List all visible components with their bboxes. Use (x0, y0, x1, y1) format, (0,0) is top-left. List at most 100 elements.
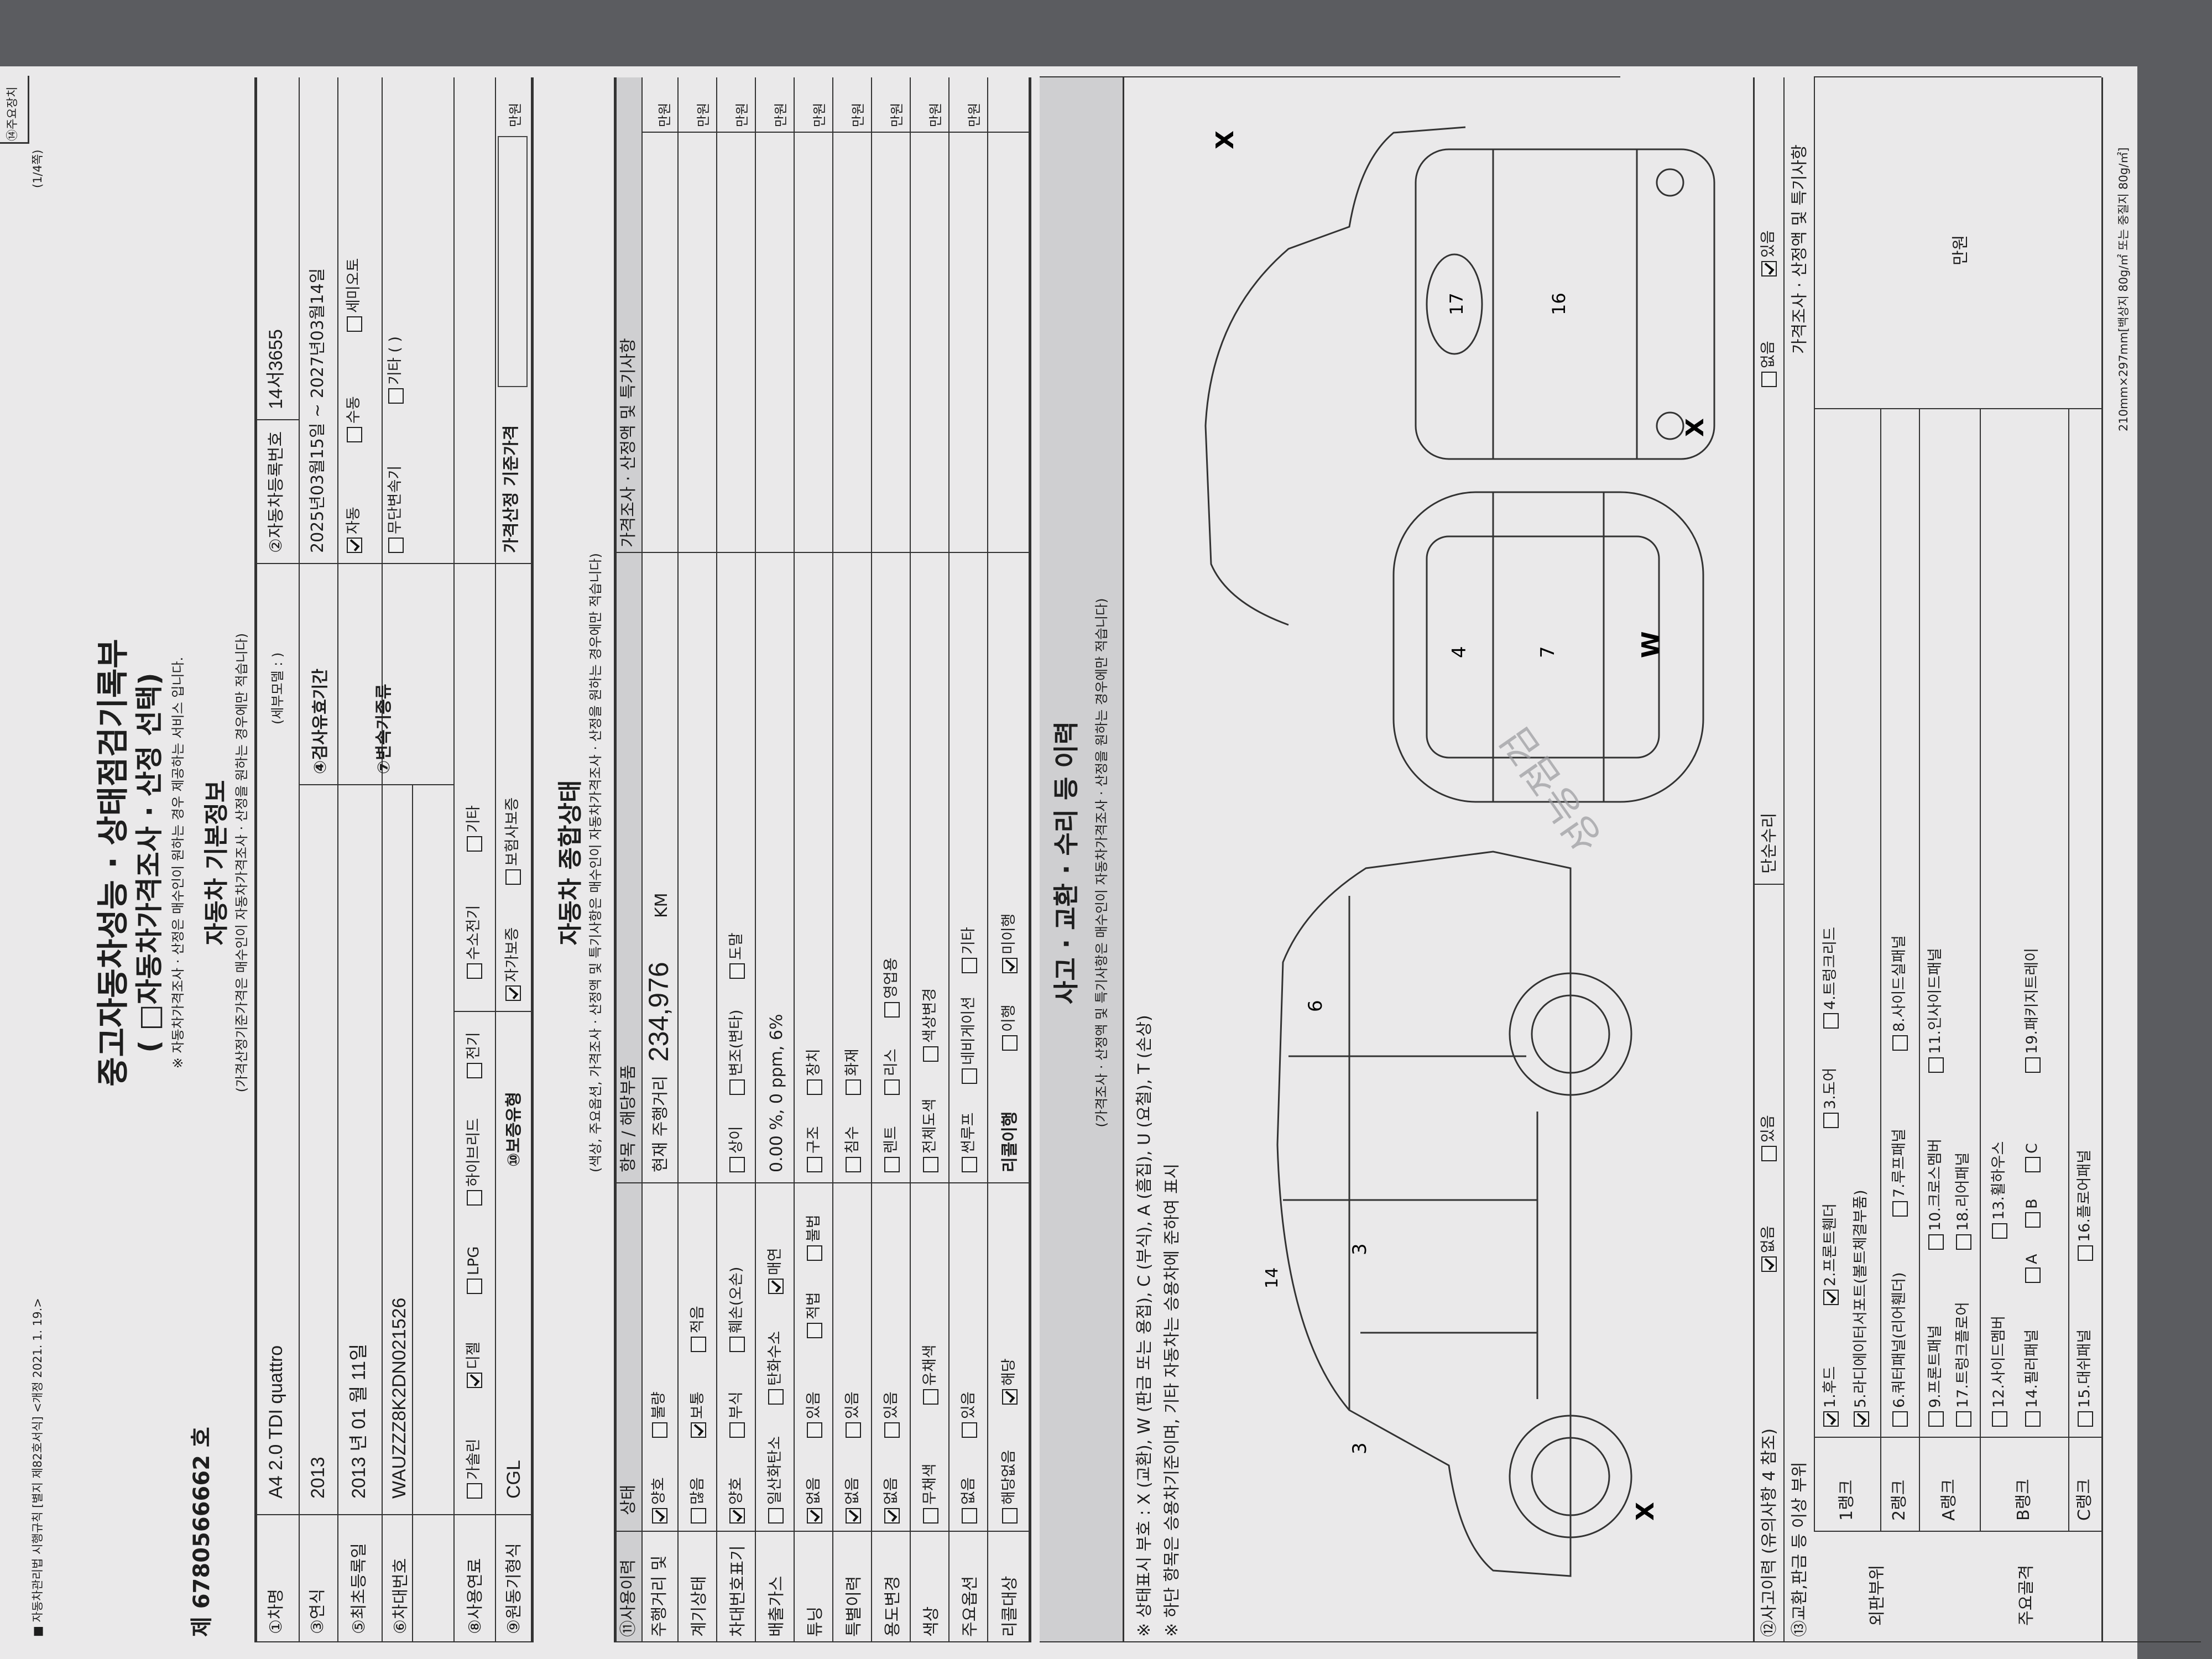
part-package-tray[interactable]: 19.패키지트레이 (2023, 948, 2041, 1073)
recall-na-checkbox[interactable] (1001, 1508, 1018, 1524)
tuning-structure[interactable]: 구조 (805, 1126, 822, 1172)
part-roof-panel-checkbox[interactable] (1892, 1201, 1908, 1217)
recall-done-checkbox[interactable] (1001, 1035, 1018, 1051)
part-pillar-panel-checkbox[interactable] (2025, 1411, 2041, 1427)
color-achromatic[interactable]: 무채색 (921, 1463, 938, 1524)
vin-painted[interactable]: 도말 (728, 932, 745, 979)
transmission-semi-checkbox[interactable] (346, 316, 362, 332)
vin-good-checkbox[interactable] (729, 1508, 745, 1524)
usage-none[interactable]: 없음 (883, 1477, 900, 1524)
recall-not-done-checkbox[interactable] (1001, 958, 1018, 973)
options-none[interactable]: 없음 (960, 1477, 977, 1524)
warranty-self[interactable]: 자가보증 (504, 927, 521, 1001)
part-pillar-a[interactable]: A (2023, 1254, 2041, 1283)
fuel-diesel[interactable]: 디젤 (465, 1342, 482, 1388)
emission-smoke[interactable]: 매연 (766, 1248, 784, 1294)
special-flood-checkbox[interactable] (845, 1157, 861, 1172)
part-trunk-floor[interactable]: 17.트렁크플로어 (1954, 1302, 1971, 1427)
part-floor-panel[interactable]: 16.플로어패널 (2076, 1150, 2093, 1261)
warranty-insurer-checkbox[interactable] (505, 869, 521, 885)
part-trunk-lid-checkbox[interactable] (1823, 1013, 1839, 1029)
tuning-legal-checkbox[interactable] (806, 1323, 822, 1338)
recall-na[interactable]: 해당없음 (1000, 1450, 1018, 1524)
gauge-few[interactable]: 적음 (689, 1306, 706, 1352)
fuel-diesel-checkbox[interactable] (466, 1373, 482, 1388)
fuel-gasoline[interactable]: 가솔린 (465, 1438, 482, 1499)
tuning-device-checkbox[interactable] (806, 1079, 822, 1095)
part-side-member-checkbox[interactable] (1991, 1411, 2007, 1427)
fuel-lpg-checkbox[interactable] (466, 1279, 482, 1294)
warranty-insurer[interactable]: 보험사보증 (504, 797, 521, 885)
part-quarter-panel-checkbox[interactable] (1892, 1411, 1908, 1427)
usage-rent-checkbox[interactable] (884, 1157, 900, 1172)
options-sunroof-checkbox[interactable] (961, 1157, 977, 1172)
tuning-structure-checkbox[interactable] (806, 1157, 822, 1172)
part-hood[interactable]: 1.후드 (1822, 1366, 1839, 1427)
transmission-auto-checkbox[interactable] (346, 538, 362, 553)
part-side-sill-checkbox[interactable] (1892, 1035, 1908, 1051)
transmission-cvt[interactable]: 무단변속기 (387, 466, 404, 553)
fuel-hybrid[interactable]: 하이브리드 (465, 1118, 482, 1206)
fuel-other-checkbox[interactable] (466, 836, 482, 852)
fuel-electric[interactable]: 전기 (465, 1032, 482, 1078)
fuel-hydrogen[interactable]: 수소전기 (465, 905, 482, 979)
part-front-fender[interactable]: 2.프론트휀더 (1822, 1203, 1839, 1305)
tuning-legal[interactable]: 적법 (805, 1292, 822, 1338)
accident-yes-checkbox[interactable] (1761, 1146, 1777, 1161)
fuel-lpg[interactable]: LPG (465, 1246, 482, 1294)
options-yes[interactable]: 있음 (960, 1391, 977, 1438)
gauge-normal[interactable]: 보통 (689, 1391, 706, 1438)
part-roof-panel[interactable]: 7.루프패널 (1891, 1129, 1908, 1217)
tuning-illegal-checkbox[interactable] (806, 1245, 822, 1261)
fuel-other[interactable]: 기타 (465, 805, 482, 852)
mileage-bad-checkbox[interactable] (651, 1422, 667, 1438)
transmission-cvt-checkbox[interactable] (388, 538, 404, 553)
vin-corrosion[interactable]: 부식 (728, 1391, 745, 1438)
usage-commercial[interactable]: 영업용 (883, 957, 900, 1018)
tuning-none-checkbox[interactable] (806, 1508, 822, 1524)
special-flood[interactable]: 침수 (844, 1126, 861, 1172)
part-quarter-panel[interactable]: 6.쿼터패널(리어휀더) (1891, 1272, 1908, 1427)
special-none[interactable]: 없음 (844, 1477, 861, 1524)
fuel-electric-checkbox[interactable] (466, 1063, 482, 1078)
tuning-none[interactable]: 없음 (805, 1477, 822, 1524)
transmission-other-checkbox[interactable] (388, 388, 404, 404)
options-yes-checkbox[interactable] (961, 1422, 977, 1438)
color-chromatic-checkbox[interactable] (922, 1389, 938, 1405)
vin-altered[interactable]: 변조(변타) (728, 1010, 745, 1095)
car-diagrams[interactable]: 3 3 6 14 X 4 7 W 17 16 X X 성능점검 (1183, 77, 1742, 1642)
transmission-other[interactable]: 기타 ( ) (387, 336, 404, 404)
options-navigation-checkbox[interactable] (961, 1068, 977, 1084)
part-trunk-floor-checkbox[interactable] (1955, 1411, 1971, 1427)
fuel-gasoline-checkbox[interactable] (466, 1483, 482, 1499)
part-side-sill[interactable]: 8.사이드실패널 (1891, 935, 1908, 1051)
emission-hc[interactable]: 탄화수소 (766, 1331, 784, 1405)
transmission-auto[interactable]: 자동 (345, 507, 362, 553)
vin-damaged[interactable]: 훼손(오손) (728, 1267, 745, 1352)
options-navigation[interactable]: 네비게이션 (960, 997, 977, 1084)
accident-none-checkbox[interactable] (1761, 1256, 1777, 1272)
simple-repair-none-checkbox[interactable] (1761, 372, 1777, 387)
simple-repair-yes-checkbox[interactable] (1761, 261, 1777, 276)
part-inside-panel-checkbox[interactable] (1928, 1057, 1944, 1073)
fuel-hybrid-checkbox[interactable] (466, 1190, 482, 1206)
recall-applicable[interactable]: 해당 (1000, 1358, 1018, 1405)
vin-damaged-checkbox[interactable] (729, 1337, 745, 1352)
vin-corrosion-checkbox[interactable] (729, 1422, 745, 1438)
color-full-paint[interactable]: 전체도색 (921, 1099, 938, 1172)
special-fire[interactable]: 화재 (844, 1048, 861, 1095)
part-front-panel[interactable]: 9.프론트패널 (1927, 1325, 1944, 1427)
tuning-illegal[interactable]: 불법 (805, 1214, 822, 1261)
part-wheel-house[interactable]: 13.휠하우스 (1990, 1141, 2007, 1239)
usage-rent[interactable]: 렌트 (883, 1126, 900, 1172)
part-wheel-house-checkbox[interactable] (1991, 1223, 2007, 1239)
options-none-checkbox[interactable] (961, 1508, 977, 1524)
gauge-normal-checkbox[interactable] (690, 1422, 706, 1438)
usage-yes[interactable]: 있음 (883, 1391, 900, 1438)
part-front-panel-checkbox[interactable] (1928, 1411, 1944, 1427)
recall-not-done[interactable]: 미이행 (1000, 913, 1018, 973)
vin-altered-checkbox[interactable] (729, 1079, 745, 1095)
fuel-hydrogen-checkbox[interactable] (466, 963, 482, 979)
vin-painted-checkbox[interactable] (729, 963, 745, 979)
emission-co-checkbox[interactable] (768, 1508, 784, 1524)
